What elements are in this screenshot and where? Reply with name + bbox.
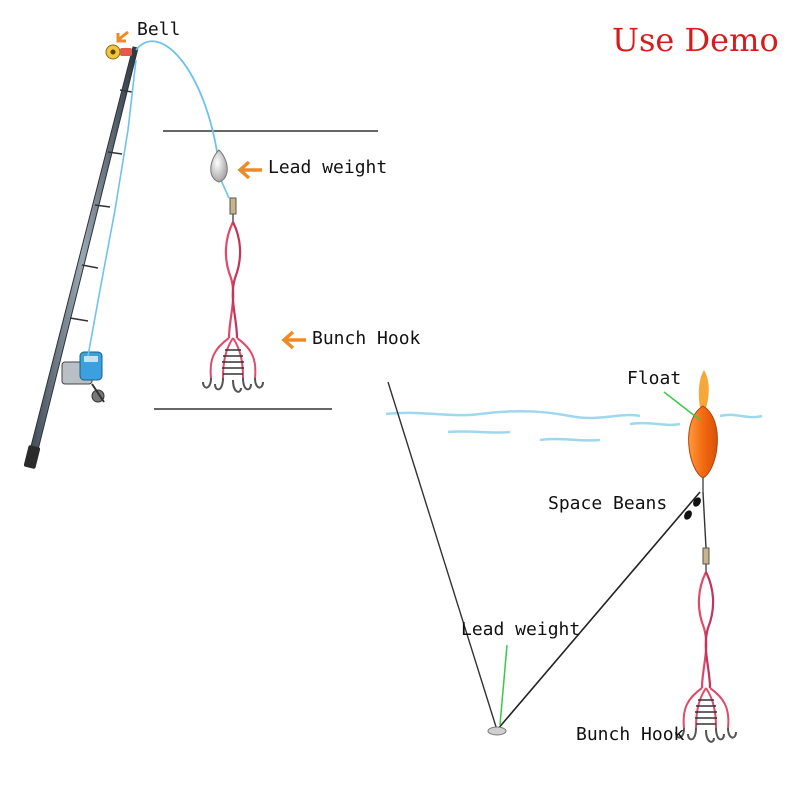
fishing-line-arc bbox=[135, 40, 219, 159]
anchor-line-left bbox=[387, 381, 498, 731]
lead-weight-top-label: Lead weight bbox=[268, 157, 388, 178]
lead-weight-pointer-arrow bbox=[237, 160, 262, 180]
bell-pointer-arrow bbox=[116, 30, 129, 43]
bunch-hook-icon bbox=[201, 196, 265, 393]
float-pointer bbox=[663, 391, 701, 421]
water-surface bbox=[385, 409, 763, 442]
lead-weight-icon bbox=[210, 149, 228, 183]
page-title: Use Demo bbox=[612, 21, 779, 59]
main-line bbox=[496, 491, 701, 731]
line-along-rod bbox=[87, 59, 137, 357]
spinning-reel-icon bbox=[61, 351, 105, 403]
space-beans-icon bbox=[684, 497, 701, 520]
space-beans-label: Space Beans bbox=[548, 493, 668, 514]
bunch-hook-bottom-label: Bunch Hook bbox=[576, 724, 685, 745]
bunch-hook-pointer-arrow bbox=[281, 330, 306, 350]
float-label: Float bbox=[627, 368, 682, 389]
lead-weight-bottom-label: Lead weight bbox=[461, 619, 581, 640]
bunch-hook-top-label: Bunch Hook bbox=[312, 328, 421, 349]
fishing-rod-icon bbox=[23, 46, 139, 469]
lead-weight-bottom-icon bbox=[487, 726, 507, 736]
lead-weight-pointer bbox=[499, 644, 508, 726]
bell-icon bbox=[105, 44, 132, 60]
float-icon bbox=[688, 370, 718, 492]
bell-label: Bell bbox=[137, 19, 181, 40]
bunch-hook-bottom-icon bbox=[674, 546, 738, 743]
leader-line-bottom bbox=[702, 491, 707, 549]
